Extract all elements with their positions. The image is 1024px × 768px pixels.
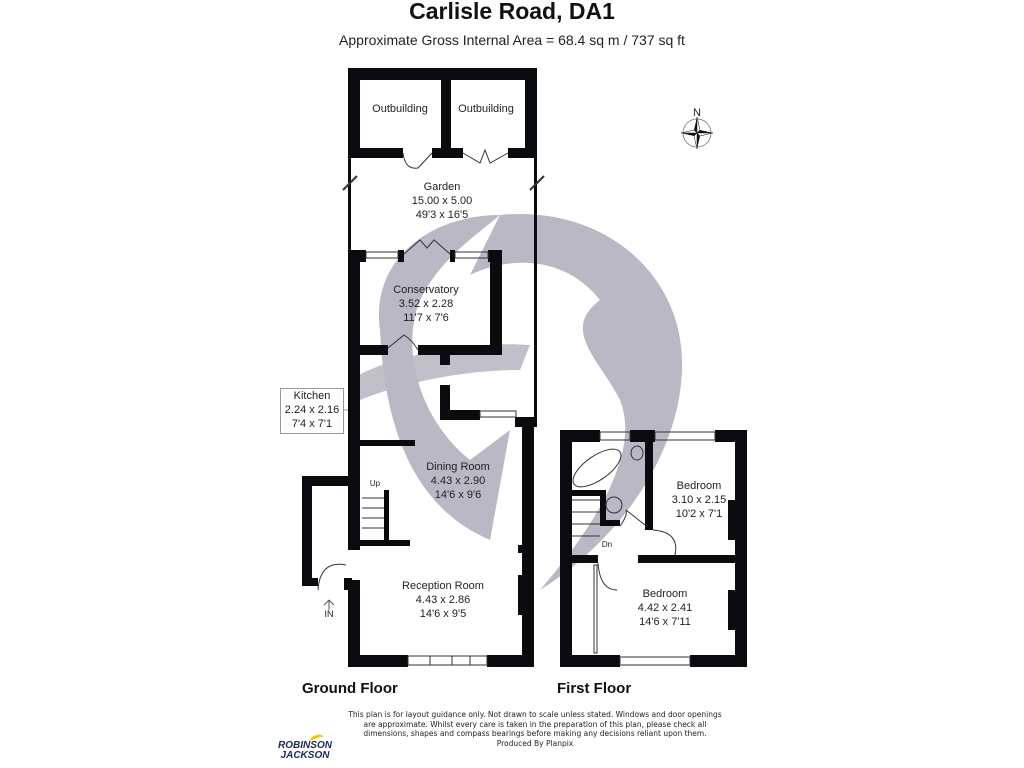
room-name: Conservatory xyxy=(393,284,459,296)
room-kitchen-label-box: Kitchen 2.24 x 2.16 7'4 x 7'1 xyxy=(280,388,344,434)
room-imperial: 7'4 x 7'1 xyxy=(291,418,333,430)
room-imperial: 14'6 x 9'6 xyxy=(435,489,481,501)
room-garden: Garden 15.00 x 5.00 49'3 x 16'5 xyxy=(412,181,473,221)
watermark-logo xyxy=(350,213,683,590)
room-name: Bedroom xyxy=(677,480,722,492)
room-metric: 3.10 x 2.15 xyxy=(672,494,726,506)
gross-area-subtitle: Approximate Gross Internal Area = 68.4 s… xyxy=(339,32,685,48)
room-name: Dining Room xyxy=(426,461,490,473)
agency-logo: ROBINSON JACKSON xyxy=(274,732,336,761)
logo-line-1: ROBINSON xyxy=(278,740,332,751)
room-metric: 15.00 x 5.00 xyxy=(412,195,473,207)
disclaimer-line: This plan is for layout guidance only. N… xyxy=(348,710,722,719)
room-bedroom-2: Bedroom 4.42 x 2.41 14'6 x 7'11 xyxy=(638,588,692,628)
room-imperial: 14'6 x 9'5 xyxy=(420,608,466,620)
disclaimer-line: dimensions, shapes and compass bearings … xyxy=(363,729,707,738)
windows-and-doors xyxy=(317,148,716,666)
room-name: Kitchen xyxy=(293,390,331,402)
stairs-up-label: Up xyxy=(370,479,381,488)
room-outbuilding-2: Outbuilding xyxy=(458,103,514,115)
ground-floor-label: Ground Floor xyxy=(302,680,398,697)
first-floor-label: First Floor xyxy=(557,680,632,697)
room-metric: 4.42 x 2.41 xyxy=(638,602,692,614)
room-name: Outbuilding xyxy=(372,103,428,115)
room-name: Garden xyxy=(424,181,461,193)
room-imperial: 10'2 x 7'1 xyxy=(676,508,722,520)
room-dining-room: Dining Room 4.43 x 2.90 14'6 x 9'6 xyxy=(426,461,490,501)
room-name: Outbuilding xyxy=(458,103,514,115)
room-imperial: 49'3 x 16'5 xyxy=(416,209,469,221)
room-metric: 4.43 x 2.90 xyxy=(431,475,485,487)
disclaimer-line: are approximate. Whilst every care is ta… xyxy=(363,719,707,729)
disclaimer-text: This plan is for layout guidance only. N… xyxy=(330,710,740,748)
logo-line-2: JACKSON xyxy=(280,750,330,761)
room-reception-room: Reception Room 4.43 x 2.86 14'6 x 9'5 xyxy=(402,580,484,620)
room-imperial: 14'6 x 7'11 xyxy=(639,616,691,628)
ground-floor-walls xyxy=(302,68,537,667)
stairs-down-label: Dn xyxy=(602,540,612,549)
room-imperial: 11'7 x 7'6 xyxy=(403,312,449,324)
room-metric: 4.43 x 2.86 xyxy=(416,594,470,606)
entrance-label: IN xyxy=(325,609,334,619)
room-bedroom-1: Bedroom 3.10 x 2.15 10'2 x 7'1 xyxy=(672,480,726,520)
room-name: Reception Room xyxy=(402,580,484,592)
compass-north-label: N xyxy=(693,107,701,119)
room-outbuilding-1: Outbuilding xyxy=(372,103,428,115)
compass-rose-icon xyxy=(680,116,714,150)
room-metric: 2.24 x 2.16 xyxy=(284,404,340,416)
plan-title: Carlisle Road, DA1 xyxy=(409,0,615,24)
producer-credit: Produced By Planpix xyxy=(496,738,574,748)
room-name: Bedroom xyxy=(643,588,688,600)
room-metric: 3.52 x 2.28 xyxy=(399,298,453,310)
room-conservatory: Conservatory 3.52 x 2.28 11'7 x 7'6 xyxy=(393,284,459,324)
entrance-arrow-icon xyxy=(323,599,335,610)
first-floor-walls xyxy=(560,430,747,667)
